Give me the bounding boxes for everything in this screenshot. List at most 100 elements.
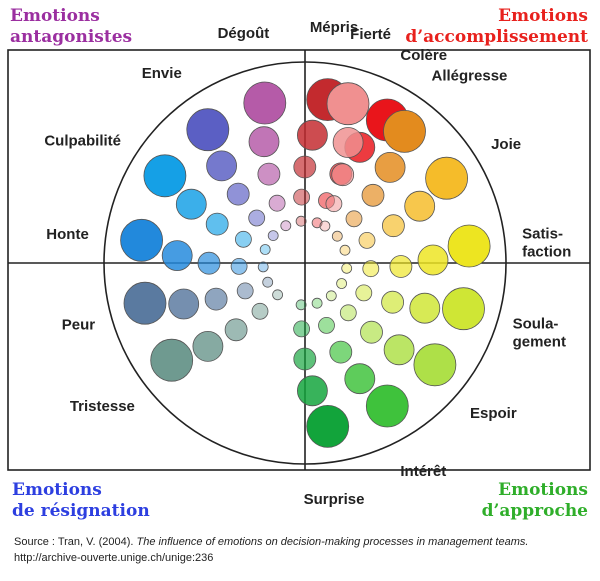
intensity-circle-surprise (295, 299, 307, 311)
intensity-circle-peur (168, 288, 200, 320)
quadrant-title-line: Emotions (498, 480, 588, 500)
intensity-circle-fierte (331, 163, 355, 187)
intensity-circle-soulagement (355, 284, 373, 302)
intensity-circle-espoir (339, 304, 357, 322)
emotion-label-allegresse: Allégresse (432, 68, 508, 85)
intensity-circle-joie (358, 231, 376, 249)
intensity-circle-culpabilite (259, 244, 271, 255)
emotion-label-tristesse: Tristesse (70, 398, 135, 415)
emotion-label-mepris: Mépris (310, 19, 358, 36)
intensity-circle-espoir (383, 334, 415, 366)
intensity-circle-peur (123, 281, 167, 325)
emotion-label-degout: Dégoût (218, 25, 270, 42)
quadrant-title-line: Emotions (12, 480, 102, 500)
intensity-circle-satisfaction (341, 262, 353, 274)
emotion-label-soulagement: Soula-gement (513, 316, 566, 351)
intensity-circle-interet (311, 297, 323, 309)
quadrant-title-approche: Emotions d’approche (482, 480, 588, 522)
intensity-circle-satisfaction (417, 244, 449, 276)
outer-circle (103, 61, 507, 465)
intensity-circle-surprise (296, 375, 328, 407)
intensity-circle-soulagement (381, 290, 405, 314)
intensity-circle-honte (197, 251, 221, 275)
intensity-circle-joie (381, 214, 405, 238)
intensity-circle-soulagement (442, 287, 485, 331)
emotion-label-joie: Joie (491, 136, 521, 153)
emotion-label-interet: Intérêt (400, 463, 446, 480)
intensity-circle-degout (248, 126, 280, 158)
intensity-circle-tristesse (150, 338, 194, 382)
emotion-label-line: Joie (491, 136, 521, 153)
emotion-labels: Colère Mépris DégoûtEnvieCulpabilitéHonteP… (44, 19, 571, 508)
intensity-circle-interet (344, 363, 376, 395)
quadrant-title-line: d’approche (481, 501, 588, 521)
intensity-circle-envie (206, 150, 238, 182)
intensity-circle-mepris (295, 215, 307, 227)
intensity-circle-fierte (326, 82, 370, 126)
emotion-label-honte: Honte (46, 226, 89, 243)
emotion-label-fierte: Fierté (350, 26, 391, 43)
intensity-circle-peur (262, 276, 274, 288)
quadrant-title-line: d’accomplissement (405, 27, 588, 47)
intensity-circle-fierte (319, 220, 331, 232)
quadrant-title-antagonistes: Emotions antagonistes (10, 6, 132, 48)
intensity-circle-joie (339, 244, 351, 256)
source-url: http://archive-ouverte.unige.ch/unige:23… (14, 552, 214, 564)
emotion-label-peur: Peur (62, 317, 96, 334)
intensity-circle-culpabilite (175, 188, 207, 220)
emotion-label-espoir: Espoir (470, 405, 517, 422)
emotion-label-line: faction (522, 243, 571, 260)
intensity-circle-allegresse (345, 210, 363, 228)
intensity-circle-degout (243, 81, 287, 125)
intensity-circle-allegresse (331, 230, 343, 242)
intensity-circle-allegresse (374, 151, 406, 183)
emotion-label-culpabilite: Culpabilité (44, 132, 121, 149)
intensity-circle-envie (186, 108, 230, 152)
quadrant-title-line: Emotions (498, 6, 588, 26)
intensity-circle-soulagement (409, 292, 441, 324)
intensity-circle-espoir (360, 320, 383, 344)
emotion-label-line: Culpabilité (44, 132, 121, 149)
emotion-label-line: Mépris (310, 19, 358, 36)
intensity-circle-envie (226, 182, 250, 206)
emotion-label-line: Colère (400, 47, 447, 64)
emotion-label-line: Tristesse (70, 398, 135, 415)
quadrant-title-line: antagonistes (10, 27, 133, 47)
emotion-label-line: Peur (62, 317, 96, 334)
intensity-circle-interet (318, 316, 335, 334)
intensity-circle-satisfaction (389, 255, 413, 278)
intensity-circle-soulagement (336, 278, 348, 289)
emotion-spokes (120, 78, 491, 448)
quadrant-title-line: de résignation (12, 501, 150, 521)
emotion-label-line: Allégresse (432, 68, 508, 85)
emotion-label-line: gement (513, 334, 566, 351)
intensity-circle-envie (248, 209, 266, 227)
emotion-label-line: Soula- (513, 316, 559, 333)
emotion-label-line: Honte (46, 226, 89, 243)
intensity-circle-allegresse (383, 109, 426, 153)
intensity-circle-joie (425, 156, 469, 200)
intensity-circle-honte (257, 261, 269, 273)
intensity-circle-tristesse (224, 318, 248, 342)
intensity-circle-mepris (293, 155, 317, 179)
intensity-circle-surprise (306, 404, 350, 448)
intensity-circle-degout (268, 194, 286, 212)
intensity-circle-honte (120, 218, 164, 262)
intensity-circle-culpabilite (234, 230, 252, 248)
intensity-circle-honte (230, 257, 248, 275)
intensity-circle-tristesse (272, 289, 284, 301)
emotion-label-line: Espoir (470, 405, 517, 422)
intensity-circle-degout (280, 220, 292, 232)
intensity-circle-degout (257, 162, 281, 186)
emotion-label-satisfaction: Satis-faction (522, 225, 571, 260)
intensity-circle-tristesse (251, 302, 269, 320)
emotion-label-surprise: Surprise (304, 491, 365, 508)
intensity-circle-joie (404, 190, 436, 222)
intensity-circle-allegresse (361, 183, 385, 207)
intensity-circle-envie (267, 230, 279, 242)
intensity-circle-espoir (413, 343, 457, 387)
emotion-label-envie: Envie (142, 65, 182, 82)
intensity-circle-fierte (325, 195, 343, 213)
intensity-circle-honte (161, 240, 193, 272)
